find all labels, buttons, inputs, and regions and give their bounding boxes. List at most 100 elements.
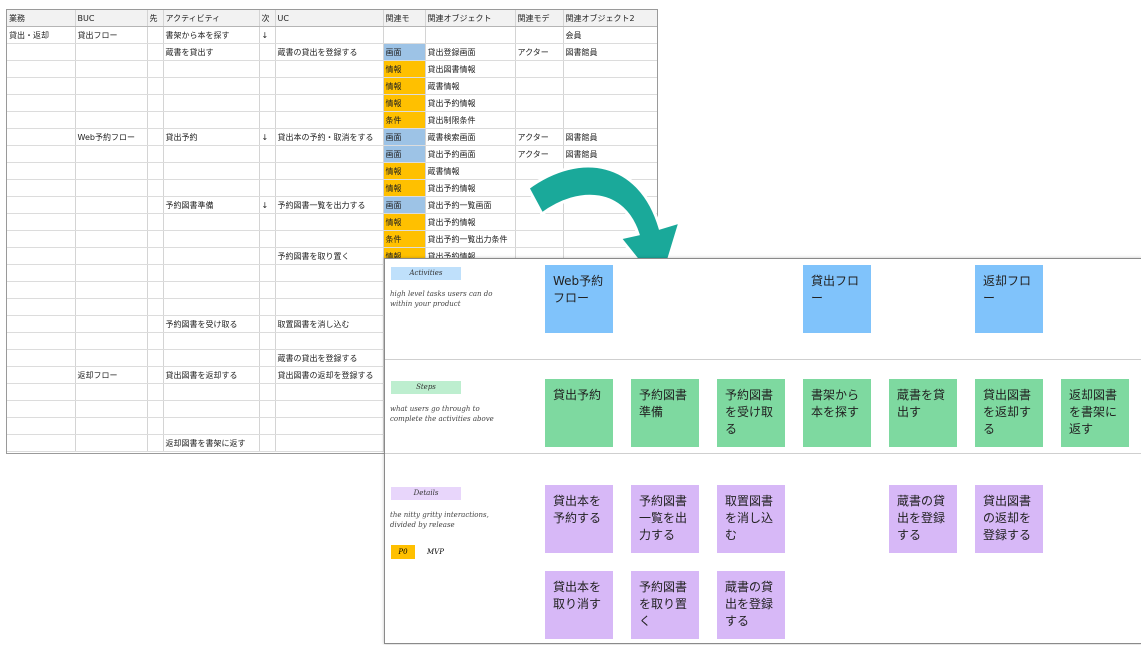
table-cell[interactable] — [75, 60, 148, 78]
col-header[interactable]: 業務 — [7, 10, 76, 27]
detail-sticky[interactable]: 蔵書の貸出を登録する — [717, 571, 785, 639]
table-cell[interactable] — [75, 94, 148, 112]
col-header[interactable]: 関連オブジェクト — [425, 10, 516, 27]
col-header[interactable]: 先 — [147, 10, 164, 27]
table-cell[interactable] — [75, 298, 148, 316]
table-cell[interactable] — [163, 417, 260, 435]
table-cell[interactable]: 貸出予約一覧出力条件 — [425, 230, 516, 248]
table-cell[interactable] — [163, 400, 260, 418]
table-cell[interactable] — [147, 247, 164, 265]
table-cell[interactable] — [259, 179, 276, 197]
step-sticky[interactable]: 貸出図書を返却する — [975, 379, 1043, 447]
table-cell[interactable] — [75, 145, 148, 163]
table-cell[interactable]: 蔵書の貸出を登録する — [275, 43, 384, 61]
table-cell[interactable] — [259, 417, 276, 435]
table-cell[interactable] — [275, 383, 384, 401]
table-cell[interactable] — [147, 315, 164, 333]
table-cell[interactable] — [147, 111, 164, 129]
table-cell[interactable] — [147, 128, 164, 146]
table-cell[interactable] — [75, 349, 148, 367]
table-cell[interactable] — [147, 383, 164, 401]
table-cell[interactable]: 貸出予約 — [163, 128, 260, 146]
table-cell[interactable] — [515, 111, 564, 129]
table-cell[interactable]: 貸出予約情報 — [425, 94, 516, 112]
table-cell[interactable] — [147, 298, 164, 316]
table-cell[interactable]: 画面 — [383, 43, 426, 61]
table-cell[interactable]: 情報 — [383, 179, 426, 197]
table-cell[interactable] — [147, 94, 164, 112]
table-cell[interactable]: 貸出図書の返却を登録する — [275, 366, 384, 384]
table-cell[interactable] — [163, 162, 260, 180]
table-cell[interactable] — [7, 128, 76, 146]
table-cell[interactable]: 貸出図書情報 — [425, 60, 516, 78]
table-cell[interactable] — [75, 247, 148, 265]
table-cell[interactable]: 貸出・返却 — [7, 26, 76, 44]
table-cell[interactable] — [7, 77, 76, 95]
table-cell[interactable] — [7, 162, 76, 180]
table-cell[interactable] — [515, 77, 564, 95]
table-cell[interactable] — [515, 213, 564, 231]
table-cell[interactable]: アクター — [515, 43, 564, 61]
table-cell[interactable] — [7, 332, 76, 350]
table-cell[interactable] — [75, 111, 148, 129]
step-sticky[interactable]: 書架から本を探す — [803, 379, 871, 447]
step-sticky[interactable]: 予約図書準備 — [631, 379, 699, 447]
table-cell[interactable] — [75, 77, 148, 95]
table-cell[interactable] — [259, 111, 276, 129]
table-cell[interactable] — [7, 196, 76, 214]
table-cell[interactable] — [163, 111, 260, 129]
table-cell[interactable] — [515, 230, 564, 248]
table-cell[interactable] — [275, 264, 384, 282]
table-cell[interactable] — [275, 213, 384, 231]
table-cell[interactable] — [275, 230, 384, 248]
table-cell[interactable] — [7, 264, 76, 282]
table-cell[interactable] — [163, 247, 260, 265]
table-cell[interactable] — [7, 298, 76, 316]
table-cell[interactable] — [259, 281, 276, 299]
table-cell[interactable] — [75, 332, 148, 350]
table-cell[interactable]: 貸出予約一覧画面 — [425, 196, 516, 214]
table-cell[interactable] — [75, 434, 148, 452]
table-cell[interactable] — [147, 230, 164, 248]
table-cell[interactable]: 会員 — [563, 26, 657, 44]
step-sticky[interactable]: 予約図書を受け取る — [717, 379, 785, 447]
table-cell[interactable] — [425, 26, 516, 44]
table-cell[interactable] — [515, 26, 564, 44]
step-sticky[interactable]: 返却図書を書架に返す — [1061, 379, 1129, 447]
table-cell[interactable] — [147, 349, 164, 367]
table-cell[interactable] — [163, 383, 260, 401]
table-cell[interactable]: 図書館員 — [563, 43, 657, 61]
col-header[interactable]: 次 — [259, 10, 276, 27]
table-cell[interactable] — [163, 145, 260, 163]
table-cell[interactable] — [75, 43, 148, 61]
table-cell[interactable] — [147, 26, 164, 44]
step-sticky[interactable]: 蔵書を貸出す — [889, 379, 957, 447]
table-cell[interactable]: 貸出予約画面 — [425, 145, 516, 163]
table-cell[interactable] — [7, 60, 76, 78]
table-cell[interactable] — [7, 349, 76, 367]
table-cell[interactable]: 返却フロー — [75, 366, 148, 384]
table-cell[interactable] — [147, 332, 164, 350]
table-cell[interactable] — [275, 281, 384, 299]
table-cell[interactable] — [515, 94, 564, 112]
table-cell[interactable]: 情報 — [383, 60, 426, 78]
table-cell[interactable] — [275, 400, 384, 418]
table-cell[interactable]: 予約図書を取り置く — [275, 247, 384, 265]
table-cell[interactable] — [259, 43, 276, 61]
table-cell[interactable] — [259, 315, 276, 333]
table-cell[interactable] — [147, 179, 164, 197]
table-cell[interactable]: 条件 — [383, 230, 426, 248]
table-cell[interactable]: 情報 — [383, 213, 426, 231]
table-cell[interactable]: 蔵書情報 — [425, 162, 516, 180]
table-cell[interactable] — [259, 383, 276, 401]
table-cell[interactable] — [75, 213, 148, 231]
detail-sticky[interactable]: 貸出本を取り消す — [545, 571, 613, 639]
table-cell[interactable] — [259, 264, 276, 282]
detail-sticky[interactable]: 予約図書一覧を出力する — [631, 485, 699, 553]
table-cell[interactable] — [147, 77, 164, 95]
table-cell[interactable]: 画面 — [383, 128, 426, 146]
table-cell[interactable] — [259, 60, 276, 78]
table-cell[interactable]: 蔵書情報 — [425, 77, 516, 95]
table-cell[interactable] — [75, 417, 148, 435]
table-cell[interactable] — [75, 196, 148, 214]
